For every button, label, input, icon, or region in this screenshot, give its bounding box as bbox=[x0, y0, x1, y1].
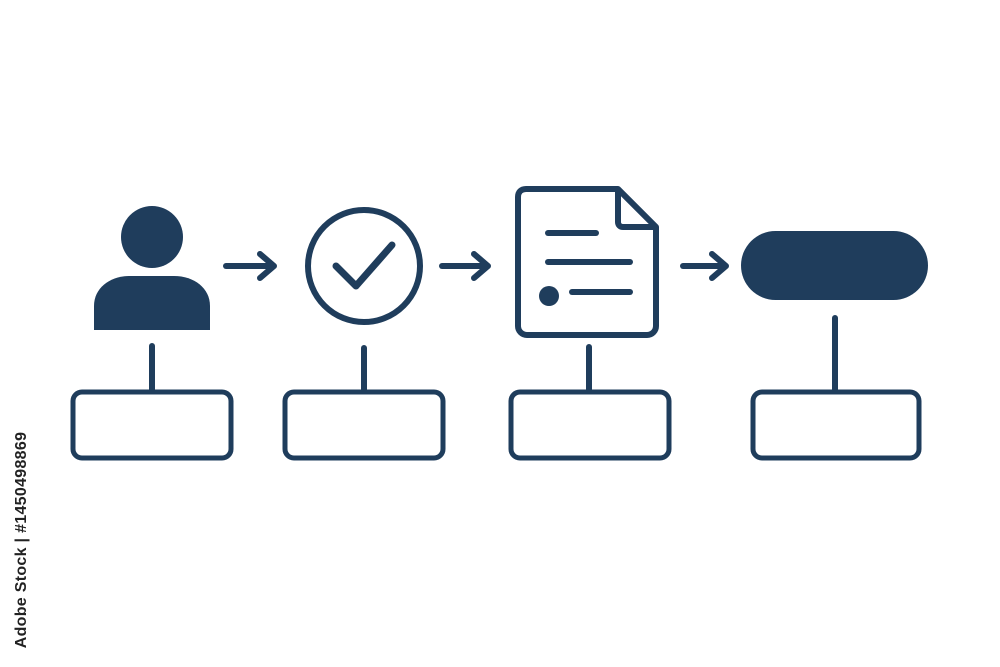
arrow-right-icon bbox=[439, 251, 491, 281]
pill-shape-icon bbox=[741, 231, 928, 300]
label-box bbox=[70, 389, 234, 461]
user-icon bbox=[94, 206, 210, 330]
document-icon bbox=[515, 186, 659, 338]
stock-id-watermark: Adobe Stock | #1450498869 bbox=[13, 431, 30, 649]
arrow-right-icon bbox=[680, 251, 729, 281]
label-box bbox=[508, 389, 672, 461]
step-1 bbox=[70, 206, 234, 461]
step-3 bbox=[508, 186, 672, 461]
label-box bbox=[282, 389, 446, 461]
check-circle-icon bbox=[305, 207, 423, 325]
step-4 bbox=[741, 231, 928, 461]
arrow-right-icon bbox=[223, 251, 277, 281]
step-2 bbox=[282, 207, 446, 461]
label-box bbox=[750, 389, 922, 461]
